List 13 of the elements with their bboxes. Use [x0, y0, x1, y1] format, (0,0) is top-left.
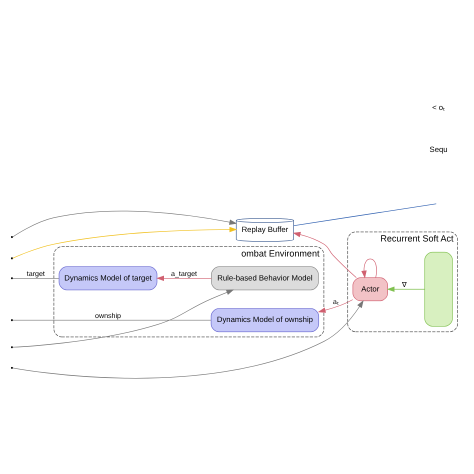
connector [293, 202, 437, 226]
arrow [12, 210, 238, 237]
arrow [156, 275, 212, 280]
arrow [12, 289, 234, 348]
arrow [12, 300, 364, 378]
arrow [386, 286, 426, 292]
arrow [361, 258, 377, 278]
node-box [424, 251, 453, 326]
arrow [318, 298, 354, 312]
arrow [292, 231, 357, 278]
arrow [12, 226, 238, 258]
connector [12, 319, 212, 320]
connector [12, 277, 60, 278]
